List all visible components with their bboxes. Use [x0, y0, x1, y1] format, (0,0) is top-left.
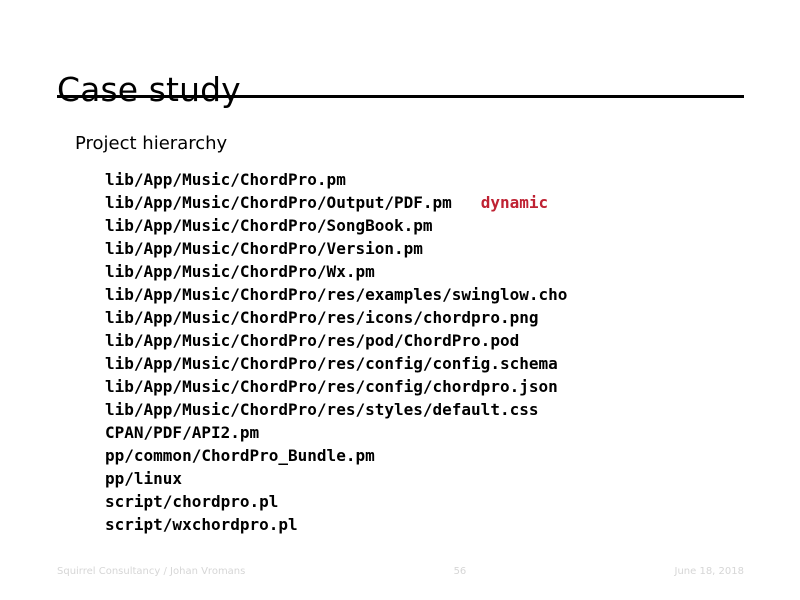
slide-footer: Squirrel Consultancy / Johan Vromans 56 … — [57, 564, 744, 580]
file-path: lib/App/Music/ChordPro/Output/PDF.pm — [105, 193, 452, 212]
file-path: pp/linux — [105, 469, 183, 488]
file-path: lib/App/Music/ChordPro/SongBook.pm — [105, 216, 433, 235]
file-path: lib/App/Music/ChordPro/res/pod/ChordPro.… — [105, 331, 520, 350]
file-path: lib/App/Music/ChordPro/res/icons/chordpr… — [105, 308, 539, 327]
footer-page-number: 56 — [453, 566, 467, 577]
file-path: script/chordpro.pl — [105, 492, 279, 511]
file-listing-row: lib/App/Music/ChordPro/Output/PDF.pm dyn… — [105, 191, 567, 214]
file-listing-row: script/wxchordpro.pl — [105, 513, 567, 536]
file-listing-row: lib/App/Music/ChordPro/res/pod/ChordPro.… — [105, 329, 567, 352]
file-path: lib/App/Music/ChordPro.pm — [105, 170, 346, 189]
page-title: Case study — [57, 70, 241, 110]
file-note-gap — [452, 193, 481, 212]
slide-subtitle: Project hierarchy — [75, 132, 228, 154]
file-listing-row: script/chordpro.pl — [105, 490, 567, 513]
file-path: lib/App/Music/ChordPro/res/config/config… — [105, 354, 558, 373]
footer-author: Squirrel Consultancy / Johan Vromans — [57, 566, 246, 577]
file-path: CPAN/PDF/API2.pm — [105, 423, 260, 442]
file-listing-row: CPAN/PDF/API2.pm — [105, 421, 567, 444]
title-divider — [57, 95, 744, 98]
file-listing-row: lib/App/Music/ChordPro/Wx.pm — [105, 260, 567, 283]
file-listing-row: lib/App/Music/ChordPro/res/icons/chordpr… — [105, 306, 567, 329]
file-listing: lib/App/Music/ChordPro.pm lib/App/Music/C… — [105, 168, 567, 536]
file-listing-row: lib/App/Music/ChordPro/res/config/config… — [105, 352, 567, 375]
file-path: lib/App/Music/ChordPro/res/config/chordp… — [105, 377, 558, 396]
file-listing-row: lib/App/Music/ChordPro/SongBook.pm — [105, 214, 567, 237]
file-listing-row: pp/common/ChordPro_Bundle.pm — [105, 444, 567, 467]
file-path: lib/App/Music/ChordPro/Version.pm — [105, 239, 423, 258]
file-listing-row: lib/App/Music/ChordPro/res/examples/swin… — [105, 283, 567, 306]
file-listing-row: lib/App/Music/ChordPro/Version.pm — [105, 237, 567, 260]
footer-date: June 18, 2018 — [674, 566, 745, 577]
file-listing-row: lib/App/Music/ChordPro/res/config/chordp… — [105, 375, 567, 398]
file-listing-row: lib/App/Music/ChordPro/res/styles/defaul… — [105, 398, 567, 421]
file-path: pp/common/ChordPro_Bundle.pm — [105, 446, 375, 465]
file-path: lib/App/Music/ChordPro/res/styles/defaul… — [105, 400, 539, 419]
file-note-badge: dynamic — [480, 193, 549, 212]
file-listing-row: pp/linux — [105, 467, 567, 490]
file-listing-row: lib/App/Music/ChordPro.pm — [105, 168, 567, 191]
file-path: lib/App/Music/ChordPro/Wx.pm — [105, 262, 375, 281]
file-path: script/wxchordpro.pl — [105, 515, 298, 534]
file-path: lib/App/Music/ChordPro/res/examples/swin… — [105, 285, 568, 304]
